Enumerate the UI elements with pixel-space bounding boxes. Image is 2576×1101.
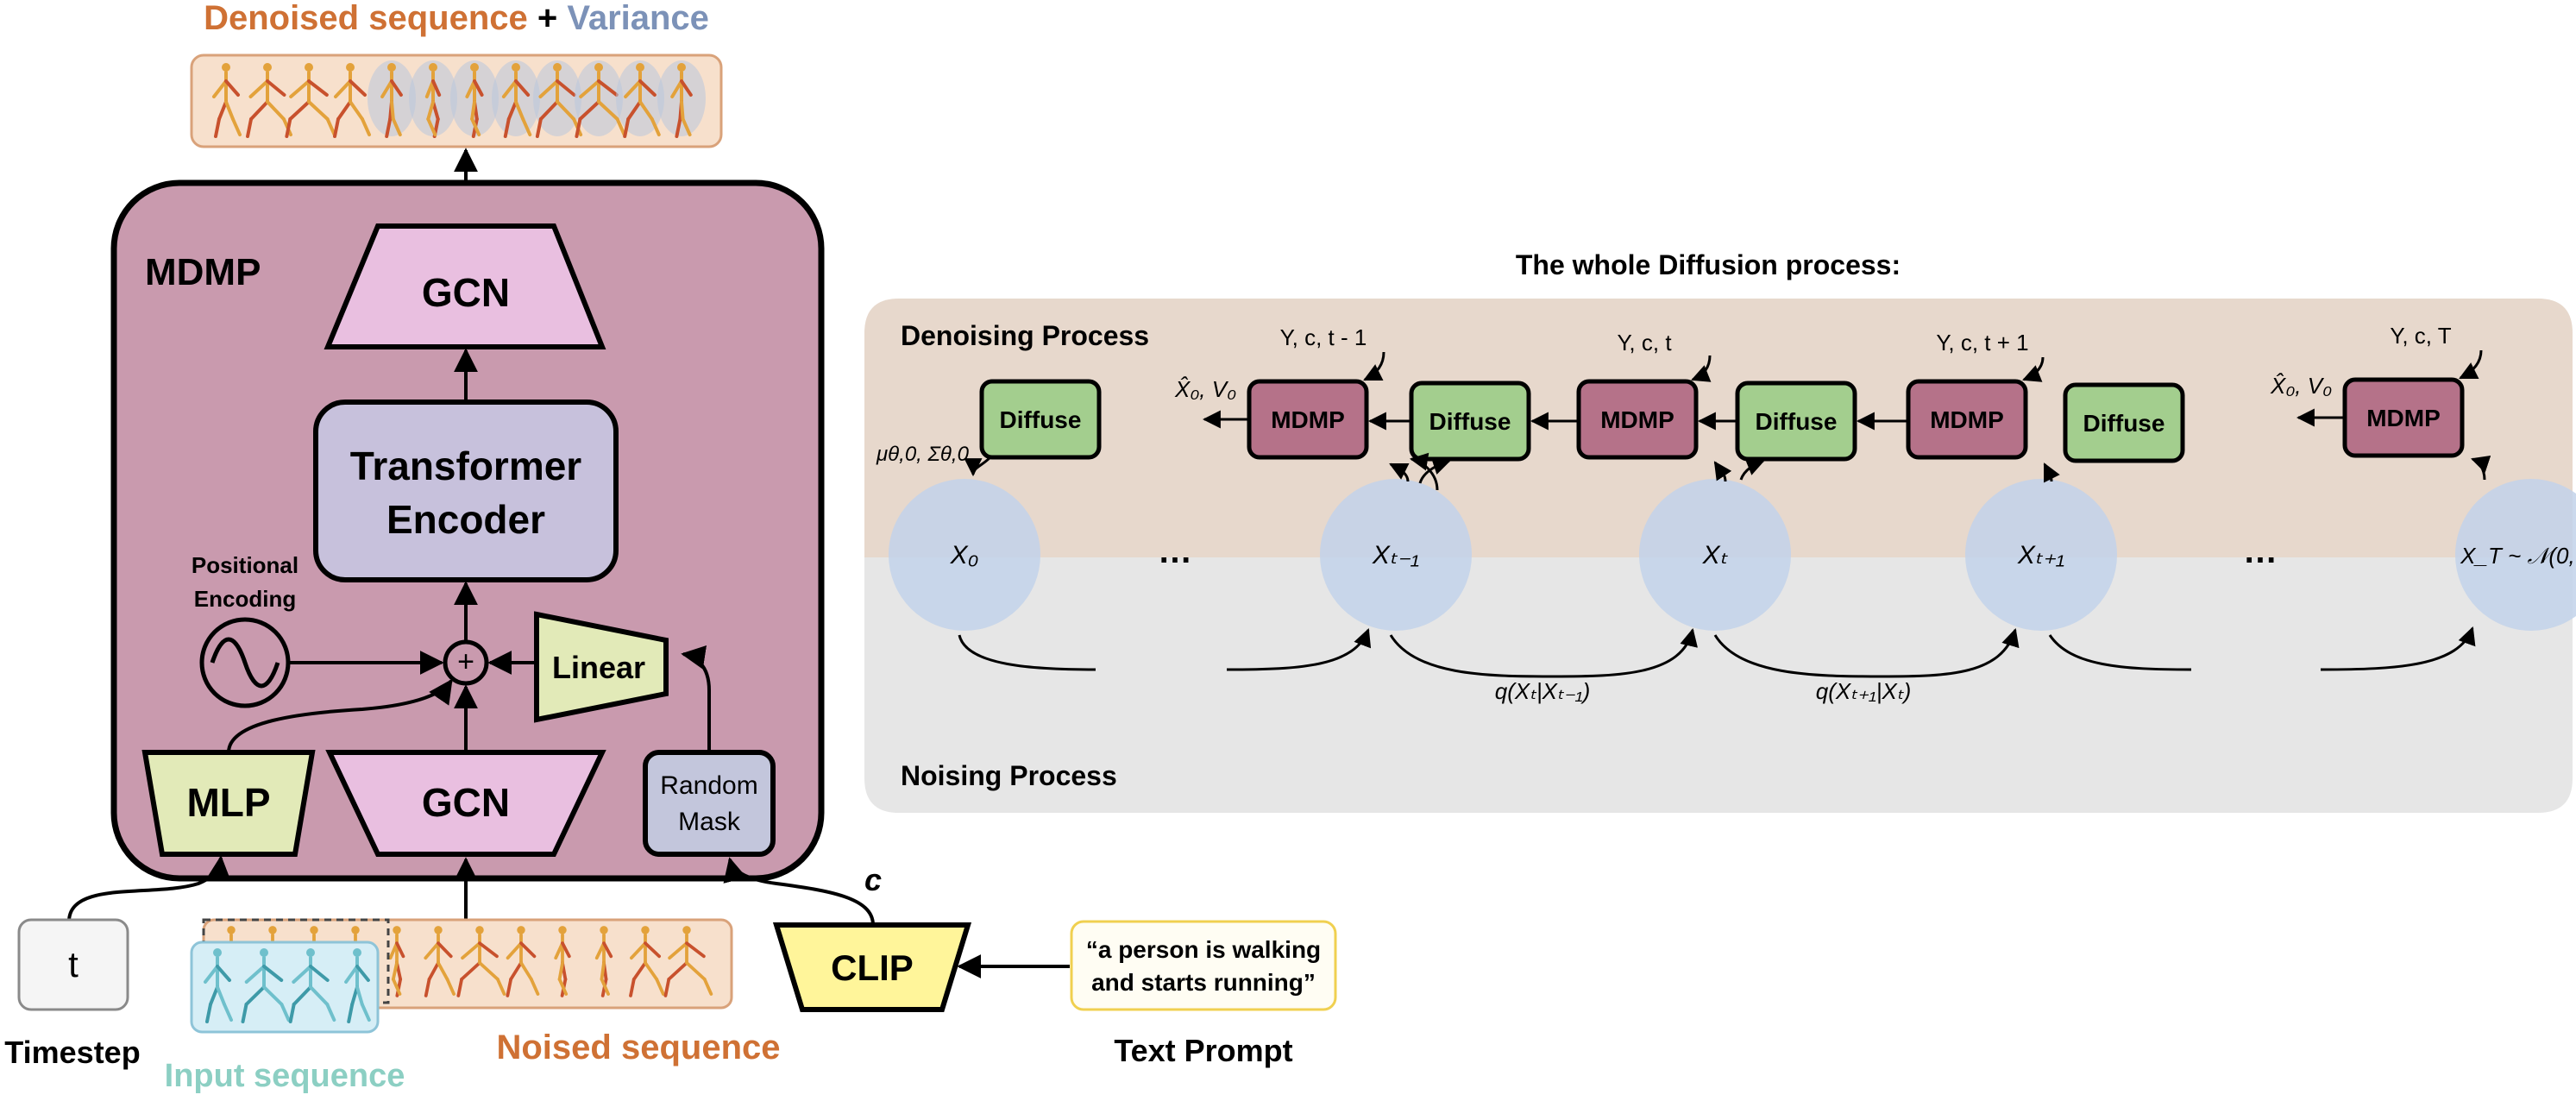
clip-label: CLIP [831, 947, 914, 988]
mdmp-label-2: MDMP [1930, 406, 2004, 433]
cond-label-2: Y, c, t + 1 [1936, 330, 2028, 355]
timestep-box-label: t [68, 944, 79, 985]
skeleton-figure [388, 926, 405, 997]
gcn-bottom-block [325, 750, 606, 857]
skeleton-figure [575, 60, 626, 138]
skeleton-figure [368, 60, 416, 138]
skeleton-figure [424, 926, 456, 997]
ellipsis-right: … [2243, 532, 2278, 570]
sum-symbol: + [457, 645, 474, 678]
skeleton-figure [212, 63, 242, 138]
arrow-timestep-to-mlp [67, 855, 231, 922]
skeleton-figure [285, 63, 336, 138]
prompt-line2: and starts running” [1091, 969, 1316, 996]
positional-label-line2: Encoding [194, 586, 296, 612]
mdmp-internal-arrows [227, 348, 711, 753]
positional-label-line1: Positional [192, 552, 298, 578]
node-x-t-plus-1: Xₜ₊₁ [2017, 541, 2064, 569]
skeleton-figure [456, 926, 506, 997]
skeleton-figure [657, 60, 706, 138]
node-x0: X₀ [950, 541, 979, 569]
sine-wave-icon [210, 637, 280, 689]
arrow-clip-to-mask [723, 857, 875, 926]
noised-sequence-label: Noised sequence [496, 1029, 780, 1066]
transformer-encoder-block [313, 400, 619, 582]
latent-nodes [889, 479, 2576, 631]
denoising-arrows [964, 349, 2483, 491]
mlp-label: MLP [186, 780, 270, 825]
arrow-x-t-minus-1-to-diffuse [1418, 457, 1451, 484]
text-prompt-label: Text Prompt [1114, 1033, 1292, 1068]
q-label-left: q(Xₜ|Xₜ₋₁) [1495, 678, 1590, 704]
prompt-box [1070, 920, 1337, 1011]
skeleton-figure [409, 60, 457, 138]
skeleton-figure [554, 926, 571, 997]
q-label-right: q(Xₜ₊₁|Xₜ) [1816, 678, 1911, 704]
mdmp-label-3: MDMP [2366, 405, 2441, 431]
input-skeleton-figures [204, 948, 371, 1023]
gcn-top-block [324, 223, 606, 349]
mlp-block [141, 750, 316, 857]
diffusion-title: The whole Diffusion process: [1516, 249, 1901, 280]
output-label-left: X̂₀, V₀ [1174, 376, 1236, 402]
skeleton-figure [333, 63, 371, 138]
skeleton-figure [288, 948, 336, 1023]
mdmp-label-1: MDMP [1600, 406, 1674, 433]
node-x-T: X_T ~ 𝒩(0, I) [2460, 543, 2576, 569]
skeleton-figure [492, 60, 540, 138]
cond-label-1: Y, c, t [1617, 330, 1672, 355]
clip-block [772, 922, 972, 1012]
cond-label-3: Y, c, T [2390, 323, 2451, 349]
output-label-right: X̂₀, V₀ [2270, 373, 2332, 399]
skeleton-figure [450, 60, 499, 138]
transformer-label-line1: Transformer [350, 444, 582, 488]
prompt-line1: “a person is walking [1086, 936, 1321, 963]
mdmp-label-0: MDMP [1271, 406, 1345, 433]
arrow-x-t-to-diffuse [1739, 458, 1765, 481]
noising-process-label: Noising Process [901, 760, 1117, 791]
skeleton-figure [594, 926, 613, 997]
skeleton-figure [241, 948, 291, 1023]
mdmp-label: MDMP [145, 251, 261, 293]
diffuse-label-0: Diffuse [1000, 406, 1082, 433]
cond-label-0: Y, c, t - 1 [1280, 324, 1367, 350]
output-sequence-strip [190, 53, 723, 148]
c-label: c [864, 862, 882, 897]
random-mask-line1: Random [660, 771, 757, 800]
skeleton-figure [629, 926, 665, 997]
denoised-variance-title: Denoised sequence + Variance [204, 0, 709, 37]
output-skeleton-figures [212, 60, 706, 138]
diffuse-label-1: Diffuse [1429, 408, 1511, 435]
diffuse-label-2: Diffuse [1756, 408, 1838, 435]
node-x-t: Xₜ [1702, 541, 1729, 569]
timestep-label: Timestep [4, 1035, 140, 1070]
timestep-box [17, 918, 129, 1011]
skeleton-figure [506, 926, 540, 997]
ellipsis-left: … [1158, 532, 1192, 570]
gcn-top-label: GCN [422, 270, 510, 315]
linear-block [534, 611, 669, 723]
mu-sigma-label: μθ,0, Σθ,0 [876, 443, 970, 466]
gcn-bottom-label: GCN [422, 780, 510, 825]
linear-label: Linear [552, 650, 645, 685]
skeleton-figure [616, 60, 664, 138]
denoising-process-label: Denoising Process [901, 320, 1149, 351]
random-mask-block [643, 750, 776, 857]
random-mask-line2: Mask [678, 808, 741, 836]
diffuse-label-3: Diffuse [2083, 410, 2165, 437]
node-x-t-minus-1: Xₜ₋₁ [1372, 541, 1419, 569]
skeleton-figure [533, 60, 583, 138]
skeleton-figure [663, 926, 713, 997]
arrow-x-T-to-mdmp [2471, 456, 2491, 481]
transformer-label-line2: Encoder [386, 497, 545, 542]
skeleton-figure [344, 948, 371, 1023]
input-sequence-strip [190, 941, 380, 1034]
noising-arcs [958, 626, 2476, 678]
process-panel [864, 299, 2573, 813]
input-sequence-label: Input sequence [165, 1058, 405, 1094]
skeleton-figure [204, 948, 233, 1023]
mdmp-blocks [1247, 377, 2465, 460]
